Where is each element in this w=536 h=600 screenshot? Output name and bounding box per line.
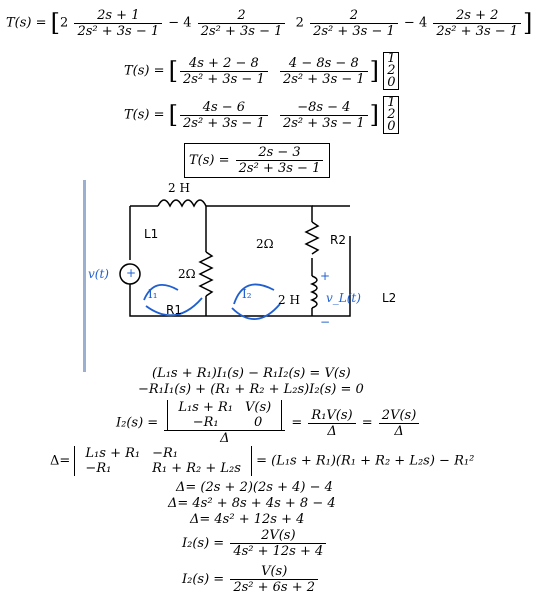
loop-eq-1: (L₁s + R₁)I₁(s) − R₁I₂(s) = V(s): [152, 366, 351, 381]
r2-label: R2: [330, 233, 346, 247]
i2-lhs: I₂(s) =: [116, 415, 159, 431]
t-lhs: T(s) =: [124, 107, 165, 123]
delta-step-1: Δ= (2s + 2)(2s + 4) − 4: [176, 480, 333, 495]
i2-hand: I₂: [242, 287, 252, 301]
delta-lhs: Δ=: [50, 453, 71, 469]
inductor-l1: [157, 199, 207, 208]
l2-value: 2 H: [278, 293, 300, 307]
fraction: 2V(s)4s² + 12s + 4: [230, 528, 327, 559]
delta-step-2: Δ= 4s² + 8s + 4s + 8 − 4: [168, 496, 336, 511]
i2-lhs: I₂(s) =: [182, 572, 225, 587]
circuit-diagram: 2 H L1 2Ω R2 2Ω R1 2 H L2 v(t) + + − v_L…: [88, 181, 396, 329]
resistor-r1: [198, 251, 214, 297]
minus-sign: −: [320, 315, 330, 329]
i1-hand: I₁: [148, 287, 158, 301]
l1-label: L1: [144, 227, 158, 241]
l2-label: L2: [382, 291, 396, 305]
coef: − 4: [403, 15, 428, 31]
r1-value: 2Ω: [178, 267, 196, 281]
fraction: V(s)2s² + 6s + 2: [230, 564, 319, 595]
plus-sign: +: [126, 266, 136, 280]
hand-loops: [143, 283, 281, 320]
l1-value: 2 H: [168, 181, 190, 195]
i2-result-2: I₂(s) = V(s)2s² + 6s + 2: [182, 564, 320, 595]
coef: 2: [60, 15, 69, 31]
t-lhs: T(s) =: [6, 15, 47, 31]
i2-result-1: I₂(s) = 2V(s)4s² + 12s + 4: [182, 528, 328, 559]
plus-sign: +: [320, 269, 330, 283]
left-rule: [83, 180, 86, 372]
resistor-r2: [304, 221, 320, 255]
t-lhs: T(s) =: [124, 63, 165, 79]
fraction: 2V(s)Δ: [378, 408, 420, 439]
delta-rhs: = (L₁s + R₁)(R₁ + R₂ + L₂s) − R₁²: [256, 453, 475, 469]
inductor-l2: [309, 275, 318, 309]
loop-eq-2: −R₁I₁(s) + (R₁ + R₂ + L₂s)I₂(s) = 0: [138, 382, 364, 397]
vl-label: v_L(t): [326, 291, 361, 305]
fraction: R₁V(s)Δ: [308, 408, 356, 439]
coef: 2: [295, 15, 304, 31]
delta-step-3: Δ= 4s² + 12s + 4: [190, 512, 305, 527]
r1-label: R1: [166, 303, 182, 317]
t-lhs: T(s) =: [189, 153, 230, 168]
coef: − 4: [168, 15, 192, 31]
i2-lhs: I₂(s) =: [182, 536, 225, 551]
source-label: v(t): [88, 267, 109, 281]
r-top-value: 2Ω: [256, 237, 274, 251]
